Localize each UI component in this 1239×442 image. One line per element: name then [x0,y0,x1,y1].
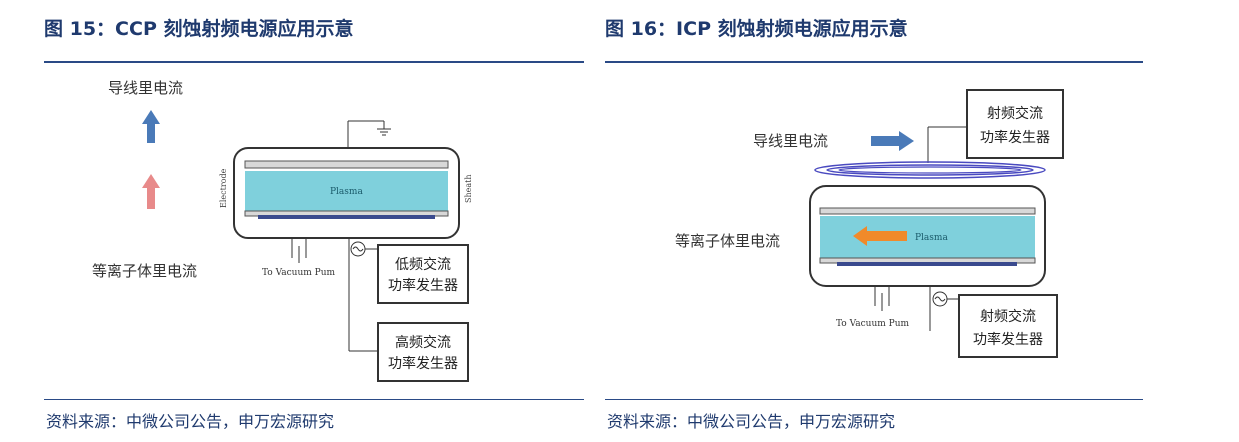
icp-diagram: 射频交流 功率发生器 导线里电流 Plasma 等离子体里电流 To Vacuu… [675,89,1064,358]
icp-figure-title: 图 16：ICP 刻蚀射频电源应用示意 [605,18,908,40]
icp-rf-top-line1: 射频交流 [987,105,1043,122]
ccp-electrode-label: Electrode [219,168,228,208]
icp-coil-2 [826,164,1034,176]
ccp-plasma [245,171,448,211]
ccp-lf-generator [377,244,469,304]
icp-rf-top-generator [966,89,1064,159]
ccp-top-rule [44,61,584,63]
ccp-hf-generator [377,322,469,382]
icp-rf-bot-generator [958,294,1058,358]
ccp-plasma-label: Plasma [330,187,363,197]
ccp-wafer [258,215,435,219]
ccp-chamber [233,147,460,239]
icp-bottom-rule [605,399,1143,400]
icp-panel: 图 16：ICP 刻蚀射频电源应用示意 射频交流 功率发生器 导线里电流 Pla… [605,0,1145,442]
icp-wire-current-label: 导线里电流 [753,132,828,150]
icp-vacuum-label: To Vacuum Pum [836,319,910,329]
ccp-wire-current-arrow [142,110,160,143]
ccp-hf-line1: 高频交流 [395,334,451,351]
icp-top-plate [819,207,1036,215]
icp-wire-current-arrow [871,131,914,151]
ccp-plasma-current-arrow [142,174,160,209]
ccp-panel: 图 15：CCP 刻蚀射频电源应用示意 导线里电流 等离子体里电流 Plasma… [44,0,584,442]
ground-icon [377,128,391,136]
icp-coil-3 [838,166,1022,174]
icp-plasma-label: Plasma [915,233,948,243]
ccp-ac-wave [352,246,364,252]
ccp-lf-line1: 低频交流 [395,256,451,273]
ccp-bottom-rule [44,399,584,400]
ccp-plasma-current-label: 等离子体里电流 [92,262,197,280]
icp-top-rule [605,61,1143,63]
icp-ac-wave [934,296,946,302]
ccp-vacuum-label: To Vacuum Pum [262,268,336,278]
icp-rf-bot-line1: 射频交流 [980,308,1036,325]
ccp-lf-line2: 功率发生器 [388,277,458,294]
ccp-diagram: 导线里电流 等离子体里电流 Plasma Electrode Sheath To… [92,79,473,382]
icp-rf-bot-line2: 功率发生器 [973,331,1043,348]
icp-coil-1 [814,161,1046,179]
ccp-hf-line2: 功率发生器 [388,355,458,372]
icp-plasma-current-arrow [853,226,907,246]
icp-source: 资料来源：中微公司公告，申万宏源研究 [607,412,896,431]
ccp-top-electrode [244,160,449,169]
ccp-sheath-label: Sheath [464,174,473,203]
ccp-source: 资料来源：中微公司公告，申万宏源研究 [46,412,335,431]
icp-chamber [809,185,1046,287]
ccp-figure-title: 图 15：CCP 刻蚀射频电源应用示意 [44,18,354,40]
icp-wafer [837,262,1017,266]
icp-rf-top-line2: 功率发生器 [980,129,1050,146]
icp-plasma-current-label: 等离子体里电流 [675,232,780,250]
ccp-wire-current-label: 导线里电流 [108,79,183,97]
